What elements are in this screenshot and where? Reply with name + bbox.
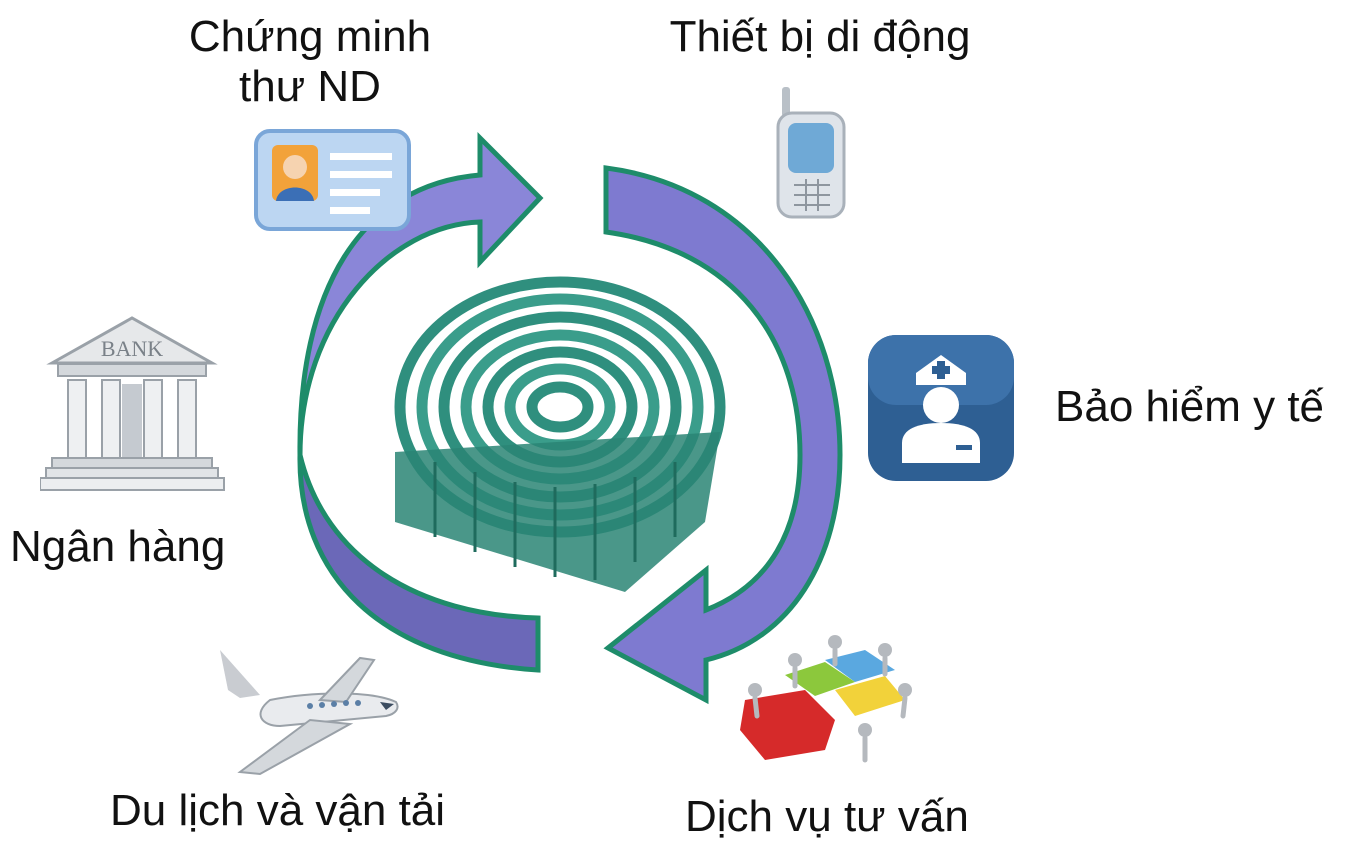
label-mobile: Thiết bị di động	[669, 12, 971, 61]
nurse-icon	[868, 335, 1014, 481]
label-consulting: Dịch vụ tư vấn	[685, 792, 969, 841]
label-id-card-line1: Chứng minh	[188, 12, 432, 61]
label-id-card-line2: thư ND	[239, 62, 381, 111]
label-travel: Du lịch và vận tải	[110, 786, 446, 835]
airplane-icon	[220, 650, 399, 776]
fingerprint-icon	[394, 276, 726, 592]
mobile-phone-icon	[776, 87, 846, 219]
bank-building-icon: BANK	[40, 316, 225, 491]
label-bank: Ngân hàng	[10, 522, 226, 571]
arrow-top-left	[297, 131, 544, 456]
label-health: Bảo hiểm y tế	[1055, 382, 1325, 431]
puzzle-team-icon	[740, 635, 912, 763]
arrow-right	[603, 165, 843, 705]
arrow-bottom-left	[297, 454, 541, 673]
id-card-icon	[254, 129, 411, 231]
bank-sign-text: BANK	[101, 336, 163, 361]
label-id-card: Chứng minh thư ND	[170, 12, 450, 112]
